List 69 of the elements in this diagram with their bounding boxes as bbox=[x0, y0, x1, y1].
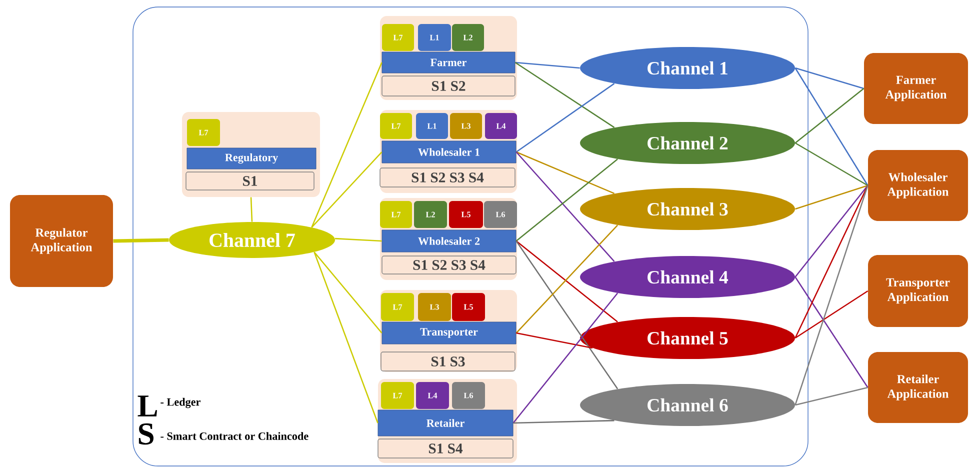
connector-line bbox=[516, 152, 615, 262]
connector-line bbox=[795, 386, 868, 406]
chaincode-box: S1 S2 S3 S4 bbox=[382, 256, 516, 274]
connector-line bbox=[794, 68, 868, 186]
connector-line bbox=[794, 185, 868, 406]
connector-line bbox=[516, 151, 614, 194]
connector-line bbox=[516, 224, 618, 334]
ledger-badge: L7 bbox=[187, 119, 220, 146]
connector-line bbox=[311, 152, 382, 228]
ledger-badge: L5 bbox=[452, 293, 485, 321]
ledger-badge: L2 bbox=[452, 24, 484, 51]
connector-line bbox=[334, 238, 382, 242]
ledger-badge: L7 bbox=[381, 293, 414, 321]
connector-line bbox=[514, 62, 615, 128]
ledger-badge: L1 bbox=[416, 113, 448, 139]
ledger-badge: L4 bbox=[485, 113, 517, 139]
legend-letter: L bbox=[138, 396, 157, 416]
ledger-badge: L6 bbox=[452, 382, 485, 409]
network-boundary bbox=[132, 6, 808, 466]
peer-name-bar: Retailer bbox=[378, 410, 514, 436]
ledger-badge: L1 bbox=[418, 24, 451, 51]
ledger-badge: L4 bbox=[416, 382, 449, 409]
connector-line bbox=[516, 158, 618, 242]
application-box: Transporter Application bbox=[868, 255, 968, 327]
application-box: Regulator Application bbox=[10, 195, 113, 287]
connector-line bbox=[794, 88, 864, 144]
ledger-badge: L6 bbox=[484, 201, 517, 228]
peer-name-bar: Regulatory bbox=[186, 148, 316, 170]
ledger-badge: L5 bbox=[449, 201, 483, 228]
application-box: Wholesaler Application bbox=[868, 150, 968, 221]
ledger-badge: L7 bbox=[382, 24, 414, 51]
connector-line bbox=[795, 184, 868, 210]
application-box: Retailer Application bbox=[868, 352, 968, 423]
connector-line bbox=[794, 185, 868, 338]
connector-line bbox=[513, 420, 614, 424]
peer-name-bar: Wholesaler 2 bbox=[382, 230, 516, 252]
connector-line bbox=[794, 276, 868, 388]
connector-line bbox=[516, 332, 593, 349]
connector-line bbox=[311, 62, 382, 228]
ledger-badge: L2 bbox=[414, 201, 447, 228]
ledger-badge: L3 bbox=[450, 113, 482, 139]
peer-name-bar: Farmer bbox=[382, 52, 516, 74]
connector-line bbox=[795, 67, 864, 90]
connector-line bbox=[516, 83, 615, 153]
connector-line bbox=[516, 240, 618, 390]
chaincode-box: S1 S2 S3 S4 bbox=[380, 168, 516, 188]
chaincode-box: S1 S4 bbox=[378, 438, 514, 458]
ledger-badge: L7 bbox=[381, 382, 414, 409]
connector-line bbox=[794, 142, 868, 186]
chaincode-box: S1 S2 bbox=[382, 76, 516, 96]
connector-line bbox=[250, 197, 253, 222]
connector-line bbox=[794, 290, 868, 339]
chaincode-box: S1 S3 bbox=[380, 352, 516, 372]
ledger-badge: L7 bbox=[380, 201, 412, 228]
ledger-badge: L7 bbox=[380, 113, 412, 139]
ledger-badge: L3 bbox=[418, 293, 451, 321]
connector-line bbox=[512, 292, 618, 424]
connector-line bbox=[794, 185, 868, 278]
application-box: Farmer Application bbox=[864, 53, 968, 124]
peer-name-bar: Transporter bbox=[382, 322, 516, 344]
legend-letter: S bbox=[138, 423, 154, 445]
legend-text: - Smart Contract or Chaincode bbox=[160, 432, 308, 440]
connector-line bbox=[515, 62, 580, 69]
peer-name-bar: Wholesaler 1 bbox=[382, 140, 516, 164]
connector-line bbox=[314, 252, 378, 424]
legend-text: - Ledger bbox=[160, 398, 200, 408]
connector-line bbox=[516, 240, 618, 322]
chaincode-box: S1 bbox=[186, 172, 314, 190]
connector-line bbox=[113, 238, 169, 243]
